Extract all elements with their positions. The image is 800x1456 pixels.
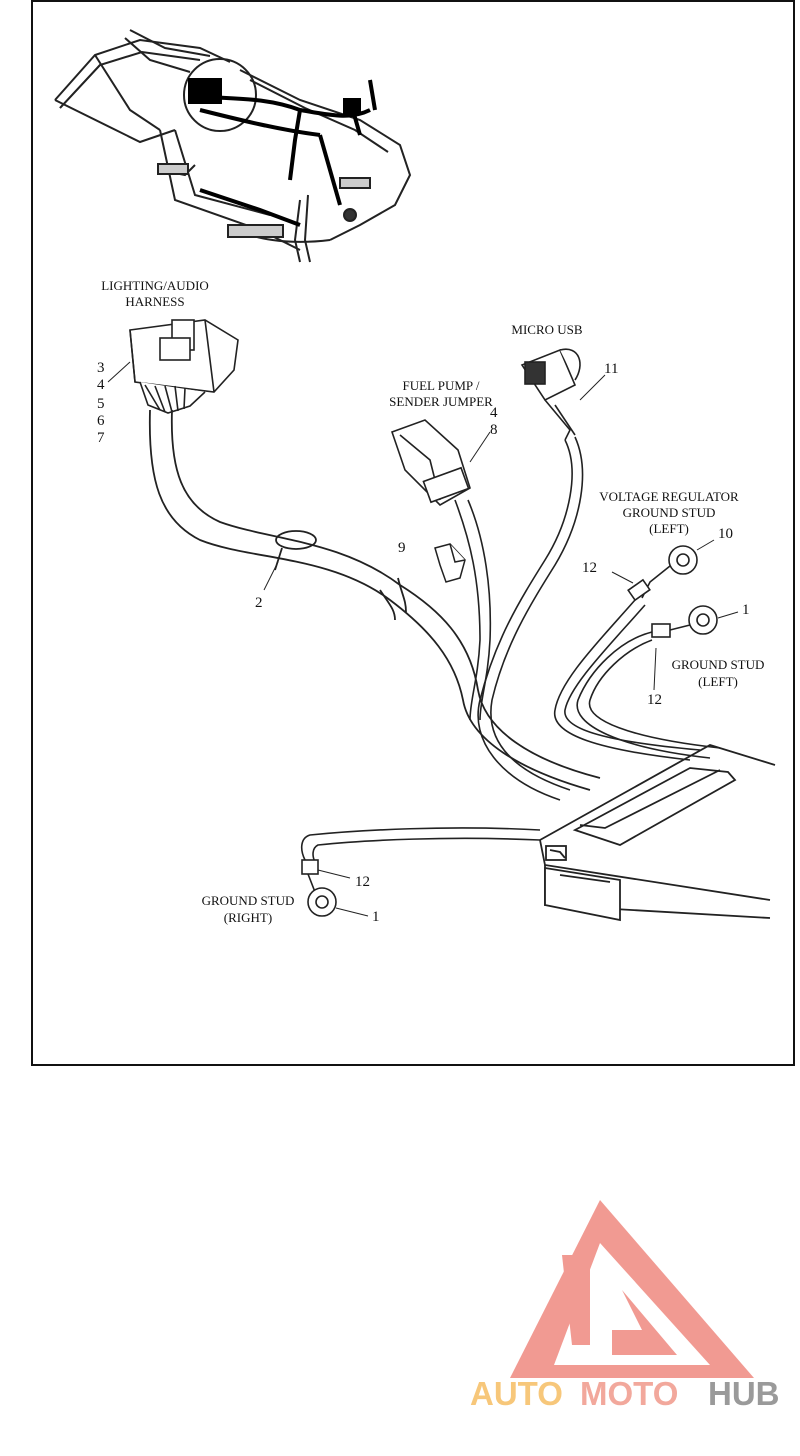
- logo-text-hub: HUB: [708, 1375, 780, 1412]
- callout-number: 8: [490, 422, 498, 438]
- ground-stud-left-label: GROUND STUD: [672, 657, 765, 672]
- ground-stud-right-label: GROUND STUD: [202, 893, 295, 908]
- callout-number: 12: [355, 874, 370, 890]
- diagram-frame: [31, 0, 795, 1066]
- ground-stud-right-lead: [300, 827, 541, 917]
- automotohub-watermark-logo: AUTO MOTO HUB: [470, 1200, 780, 1412]
- ground-stud-left-lead: [576, 605, 721, 759]
- motorcycle-frame-overview: [54, 29, 412, 263]
- callout-number: 10: [718, 526, 733, 542]
- callout-number: 4: [490, 405, 498, 421]
- callout-number: 3: [97, 360, 105, 376]
- callout-number: 4: [97, 377, 105, 393]
- lighting-audio-label: HARNESS: [125, 294, 184, 309]
- lighting-audio-label: LIGHTING/AUDIO: [101, 278, 209, 293]
- callout-number: 11: [604, 361, 618, 377]
- callout-number: 12: [647, 692, 662, 708]
- main-harness-cable: [148, 409, 601, 791]
- fuel-pump-connector: [390, 419, 492, 721]
- logo-text-auto: AUTO: [470, 1375, 563, 1412]
- micro-usb-label: MICRO USB: [511, 322, 582, 337]
- voltage-regulator-ground-lead: [554, 545, 701, 761]
- callout-number: 1: [372, 909, 380, 925]
- lighting-audio-connector: [129, 319, 239, 414]
- micro-usb-connector: [477, 348, 584, 801]
- voltage-regulator-label: (LEFT): [649, 521, 689, 536]
- wire-tray-bracket: [539, 744, 776, 922]
- voltage-regulator-label: GROUND STUD: [623, 505, 716, 520]
- callout-number: 6: [97, 413, 105, 429]
- logo-triangle-mark: [510, 1200, 754, 1378]
- callout-number: 1: [742, 602, 750, 618]
- logo-text-moto: MOTO: [580, 1375, 678, 1412]
- clip-part-9: [434, 543, 466, 583]
- callout-number: 7: [97, 430, 105, 446]
- ground-stud-right-label: (RIGHT): [224, 910, 272, 925]
- callout-number: 5: [97, 396, 105, 412]
- ground-stud-left-label: (LEFT): [698, 674, 738, 689]
- leader-lines: [107, 361, 739, 917]
- fuel-pump-label: SENDER JUMPER: [389, 394, 493, 409]
- voltage-regulator-label: VOLTAGE REGULATOR: [599, 489, 739, 504]
- callout-number: 9: [398, 540, 406, 556]
- wiring-diagram: LIGHTING/AUDIO HARNESS MICRO USB FUEL PU…: [54, 29, 776, 925]
- callout-number: 2: [255, 595, 263, 611]
- callout-number: 12: [582, 560, 597, 576]
- overview-wiring-harness: [188, 78, 377, 227]
- fuel-pump-label: FUEL PUMP /: [402, 378, 479, 393]
